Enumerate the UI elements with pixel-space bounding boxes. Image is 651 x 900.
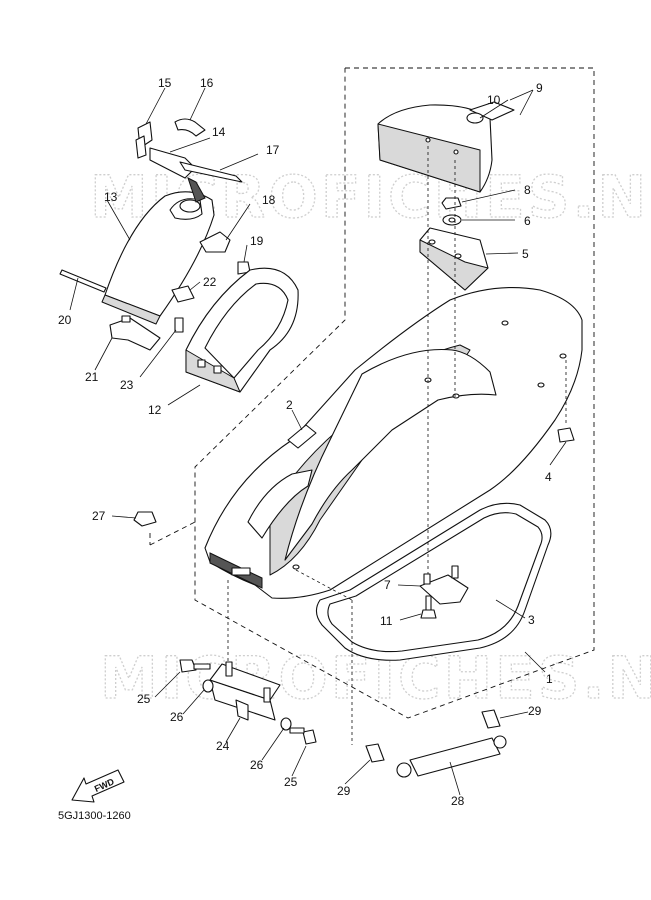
screw-23 [174,317,184,333]
callout-23: 23 [120,378,134,392]
callout-13: 13 [104,190,118,204]
callout-14: 14 [212,125,226,139]
part-2 [287,409,317,449]
callout-3: 3 [528,613,535,627]
callout-22: 22 [203,275,217,289]
washer-26-left [202,679,214,693]
callout-2: 2 [286,398,293,412]
callout-29-left: 29 [337,784,351,798]
lock-assembly [135,118,243,203]
callout-7: 7 [384,578,391,592]
callout-19: 19 [250,234,264,248]
fastener-paths [227,146,567,745]
callout-8: 8 [524,183,531,197]
joint-29-left [365,743,385,763]
diagram-code: 5GJ1300-1260 [58,810,131,822]
callout-21: 21 [85,370,99,384]
seat-hook [419,565,469,605]
part-4 [557,427,575,443]
nut-8 [441,197,462,210]
callout-4: 4 [545,470,552,484]
washer-26-right [280,717,292,731]
callout-26-right: 26 [250,758,264,772]
callout-1: 1 [546,672,553,686]
callout-26-left: 26 [170,710,184,724]
callout-10: 10 [487,93,501,107]
part-21 [109,315,161,351]
storage-tray [185,267,299,393]
callout-15: 15 [158,76,172,90]
storage-cover [101,191,215,325]
washer-6 [442,214,462,226]
callout-16: 16 [200,76,214,90]
callout-25-right: 25 [284,775,298,789]
backrest [377,101,515,193]
callout-24: 24 [216,739,230,753]
bolt-25-left [179,659,211,673]
callout-27: 27 [92,509,106,523]
callout-6: 6 [524,214,531,228]
callout-12: 12 [148,403,162,417]
callout-5: 5 [522,247,529,261]
callout-20: 20 [58,313,72,327]
callout-18: 18 [262,193,276,207]
callouts: 1 2 3 4 5 6 7 8 9 10 11 12 13 14 15 16 1… [58,76,553,808]
gas-damper [396,735,507,778]
callout-17: 17 [266,143,280,157]
callout-11: 11 [380,614,393,628]
bolt-25-right [289,727,317,745]
callout-28: 28 [451,794,465,808]
callout-9: 9 [536,81,543,95]
joint-29-right [481,709,501,729]
forward-arrow-icon: FWD [71,769,125,803]
leader-lines [69,87,567,796]
callout-25-left: 25 [137,692,151,706]
bolt-11 [420,595,437,619]
mounting-bracket [209,661,281,721]
assembly-boundary [149,67,595,719]
seat-body [204,286,583,599]
nut-27 [133,511,157,527]
cable-20 [59,269,107,293]
part-22 [171,285,195,303]
backrest-bracket [419,227,489,291]
part-18 [199,231,231,253]
callout-29-right: 29 [528,704,542,718]
